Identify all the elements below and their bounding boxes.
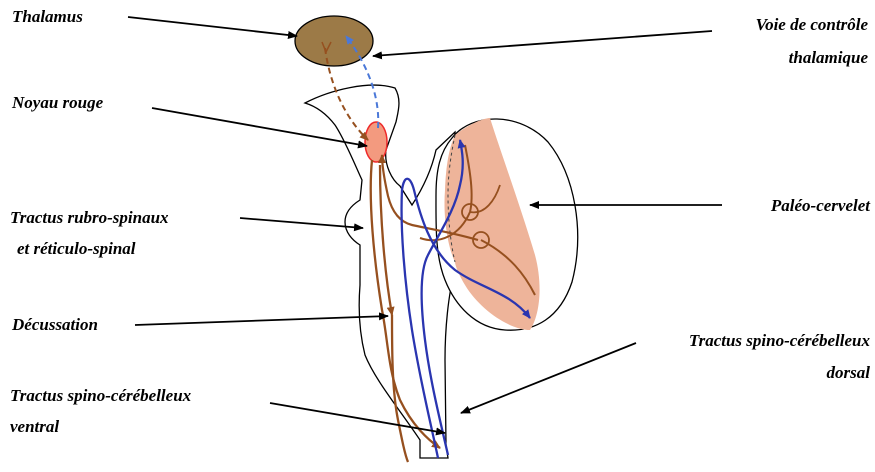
label-voie-2: thalamique	[789, 48, 869, 67]
label-paleo: Paléo-cervelet	[770, 196, 871, 215]
red-nucleus-shape	[365, 122, 387, 162]
pointer-spino-dorsal	[461, 343, 636, 413]
label-thalamus: Thalamus	[12, 7, 83, 26]
pointer-decussation	[135, 316, 388, 325]
label-tractus-rubro-1: Tractus rubro-spinaux	[10, 208, 169, 227]
label-spino-dorsal-2: dorsal	[827, 363, 871, 382]
label-voie-1: Voie de contrôle	[756, 15, 869, 34]
label-spino-ventral-2: ventral	[10, 417, 59, 436]
label-spino-dorsal-1: Tractus spino-cérébelleux	[689, 331, 871, 350]
pointer-thalamus	[128, 17, 297, 36]
label-spino-ventral-1: Tractus spino-cérébelleux	[10, 386, 192, 405]
label-tractus-rubro-2: et réticulo-spinal	[17, 239, 136, 258]
label-decussation: Décussation	[11, 315, 98, 334]
pointer-voie-thalamique	[373, 31, 712, 56]
label-noyau-rouge: Noyau rouge	[11, 93, 104, 112]
